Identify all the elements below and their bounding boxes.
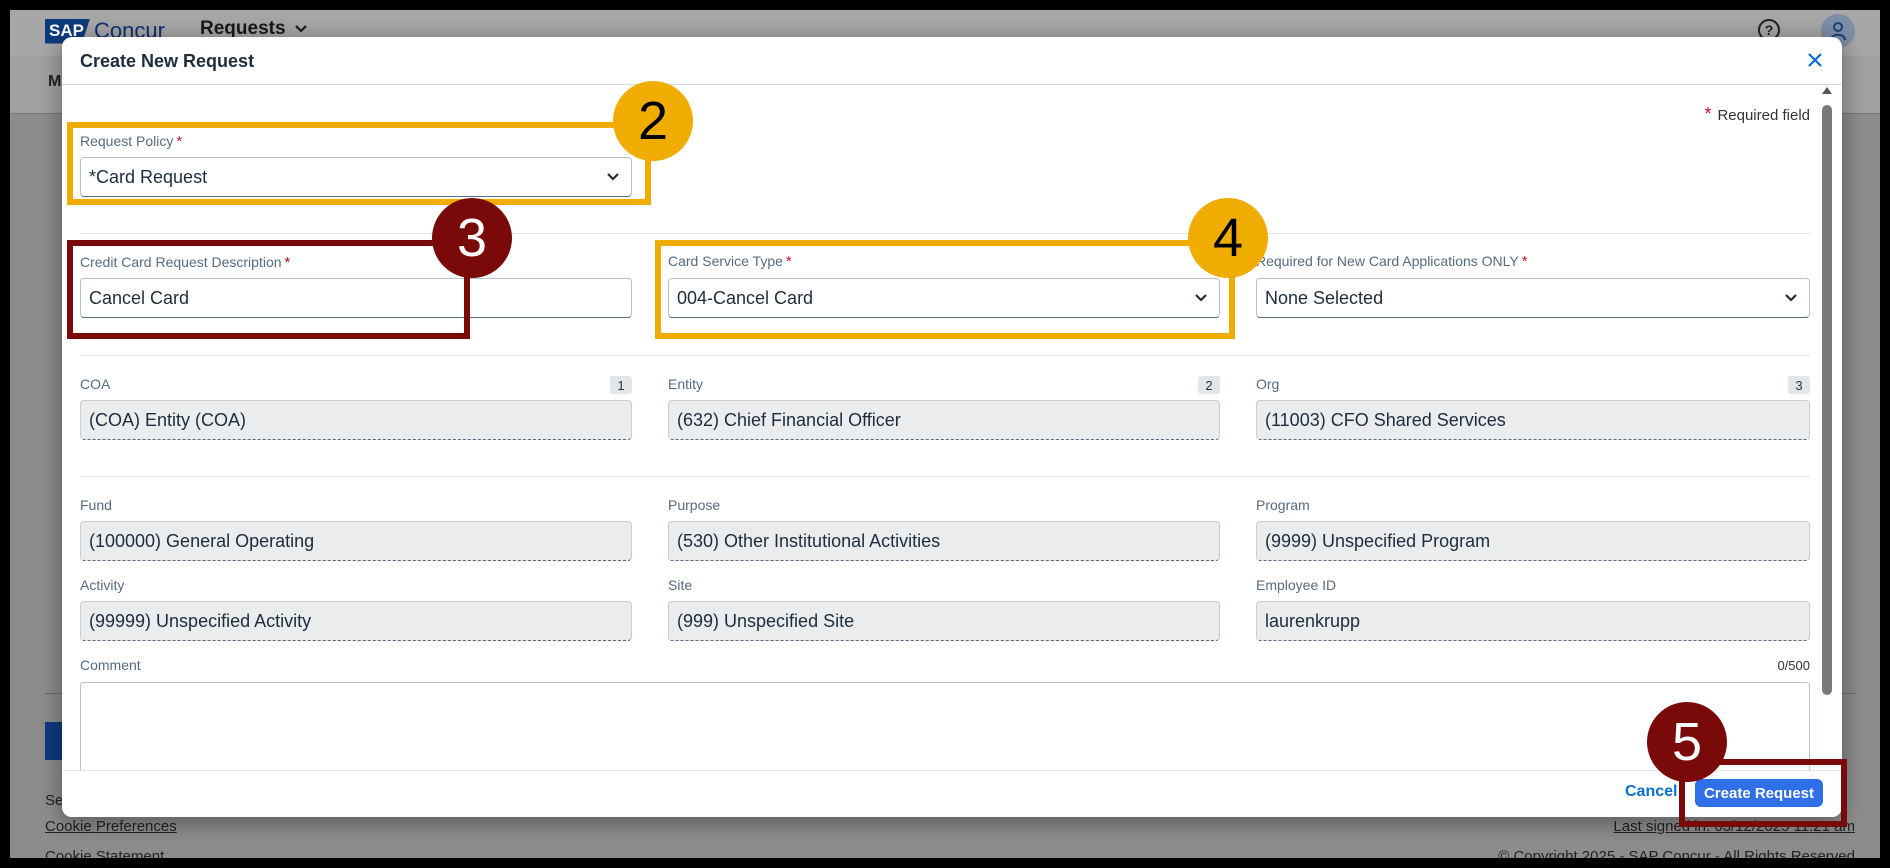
org-label: Org — [1256, 376, 1280, 392]
required-field-note: *Required field — [1704, 104, 1810, 124]
site-label: Site — [668, 577, 693, 593]
cancel-button[interactable]: Cancel — [1625, 783, 1678, 800]
employee-id-label: Employee ID — [1256, 577, 1337, 593]
org-badge: 3 — [1788, 376, 1810, 394]
comment-counter: 0/500 — [1777, 658, 1810, 673]
program-label: Program — [1256, 497, 1310, 513]
fund-label: Fund — [80, 497, 112, 513]
last-signed-in: Last signed in: 03/12/2025 11:21 am — [1613, 818, 1855, 835]
coa-label: COA — [80, 376, 111, 392]
create-request-dialog: Create New Request *Required field Reque… — [62, 37, 1842, 817]
annotation-badge-4: 4 — [1188, 198, 1268, 278]
dialog-header: Create New Request — [62, 37, 1842, 85]
chevron-down-icon — [294, 25, 307, 33]
chevron-down-icon — [1195, 294, 1207, 302]
request-policy-label: Request Policy* — [80, 133, 183, 150]
coa-badge: 1 — [610, 376, 632, 394]
purpose-label: Purpose — [668, 497, 721, 513]
entity-label: Entity — [668, 376, 704, 392]
org-field: (11003) CFO Shared Services — [1256, 400, 1810, 440]
cookie-preferences-link[interactable]: Cookie Preferences — [45, 818, 177, 835]
request-policy-select[interactable]: *Card Request — [80, 157, 632, 197]
site-field: (999) Unspecified Site — [668, 601, 1220, 641]
activity-label: Activity — [80, 577, 125, 593]
chevron-down-icon — [607, 173, 619, 181]
comment-label: Comment — [80, 657, 141, 673]
scrollbar[interactable] — [1822, 105, 1832, 695]
annotation-badge-3: 3 — [432, 198, 512, 278]
scroll-up-icon[interactable] — [1822, 87, 1832, 94]
description-label: Credit Card Request Description* — [80, 254, 291, 271]
card-service-type-select[interactable]: 004-Cancel Card — [668, 278, 1220, 318]
chevron-down-icon — [1785, 294, 1797, 302]
footer-text: Se — [45, 792, 64, 809]
dialog-footer — [62, 770, 1842, 817]
create-request-button[interactable]: Create Request — [1695, 779, 1823, 807]
section-divider — [80, 476, 1810, 477]
new-card-only-select[interactable]: None Selected — [1256, 278, 1810, 318]
coa-field: (COA) Entity (COA) — [80, 400, 632, 440]
entity-badge: 2 — [1198, 376, 1220, 394]
activity-field: (99999) Unspecified Activity — [80, 601, 632, 641]
copyright: © Copyright 2025 - SAP Concur - All Righ… — [1498, 848, 1855, 858]
entity-field: (632) Chief Financial Officer — [668, 400, 1220, 440]
employee-id-field: laurenkrupp — [1256, 601, 1810, 641]
purpose-field: (530) Other Institutional Activities — [668, 521, 1220, 561]
annotation-badge-2: 2 — [613, 81, 693, 161]
description-input[interactable]: Cancel Card — [80, 278, 632, 318]
fund-field: (100000) General Operating — [80, 521, 632, 561]
requests-menu[interactable]: Requests — [200, 18, 308, 40]
footer-logo — [45, 722, 67, 760]
section-divider — [80, 233, 1810, 234]
card-service-type-label: Card Service Type* — [668, 253, 792, 270]
program-field: (9999) Unspecified Program — [1256, 521, 1810, 561]
new-card-only-label: Required for New Card Applications ONLY* — [1256, 253, 1528, 270]
dialog-title: Create New Request — [80, 51, 255, 71]
close-icon[interactable] — [1802, 47, 1828, 73]
annotation-badge-5: 5 — [1647, 702, 1727, 782]
cookie-statement-link[interactable]: Cookie Statement — [45, 848, 165, 858]
section-divider — [80, 355, 1810, 356]
